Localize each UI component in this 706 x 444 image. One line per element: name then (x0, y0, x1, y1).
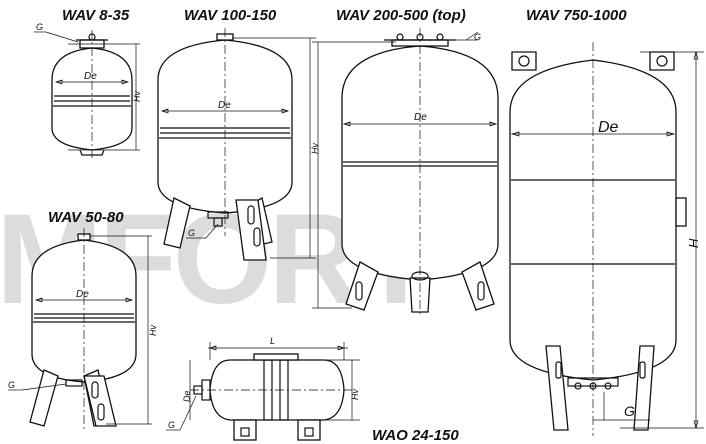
tank-wav-750-1000 (509, 42, 704, 436)
label-de-50-80: De (76, 289, 89, 300)
label-hv-wao: Hv (350, 389, 360, 400)
tank-wav-50-80 (8, 228, 152, 430)
label-g-wao: G (168, 420, 175, 430)
label-de-750-1000: De (598, 119, 619, 136)
label-g-100-150: G (188, 228, 195, 238)
title-wao-24-150: WAO 24-150 (372, 427, 459, 444)
label-g-750-1000: G (624, 403, 635, 419)
label-h-750-1000: H (686, 238, 701, 248)
label-de-wao: De (182, 390, 192, 402)
title-wav-750-1000: WAV 750-1000 (526, 7, 627, 24)
label-l-wao: L (270, 336, 275, 346)
title-wav-200-500: WAV 200-500 (top) (336, 7, 466, 24)
label-hv-100-150: Hv (310, 143, 320, 154)
tank-wav-200-500 (312, 28, 499, 316)
label-de-100-150: De (218, 100, 231, 111)
tank-wao-24-150 (166, 342, 360, 441)
tank-wav-8-35 (34, 30, 140, 160)
label-de-200-500: De (414, 112, 427, 123)
tank-wav-100-150 (157, 28, 316, 261)
title-wav-50-80: WAV 50-80 (48, 209, 124, 226)
label-g-8-35: G (36, 22, 43, 32)
label-hv-8-35: Hv (132, 91, 142, 102)
title-wav-100-150: WAV 100-150 (184, 7, 277, 24)
label-hv-50-80: Hv (148, 325, 158, 336)
label-de-8-35: De (84, 71, 97, 82)
label-g-200-500: G (474, 32, 481, 42)
label-g-50-80: G (8, 380, 15, 390)
title-wav-8-35: WAV 8-35 (62, 7, 130, 24)
